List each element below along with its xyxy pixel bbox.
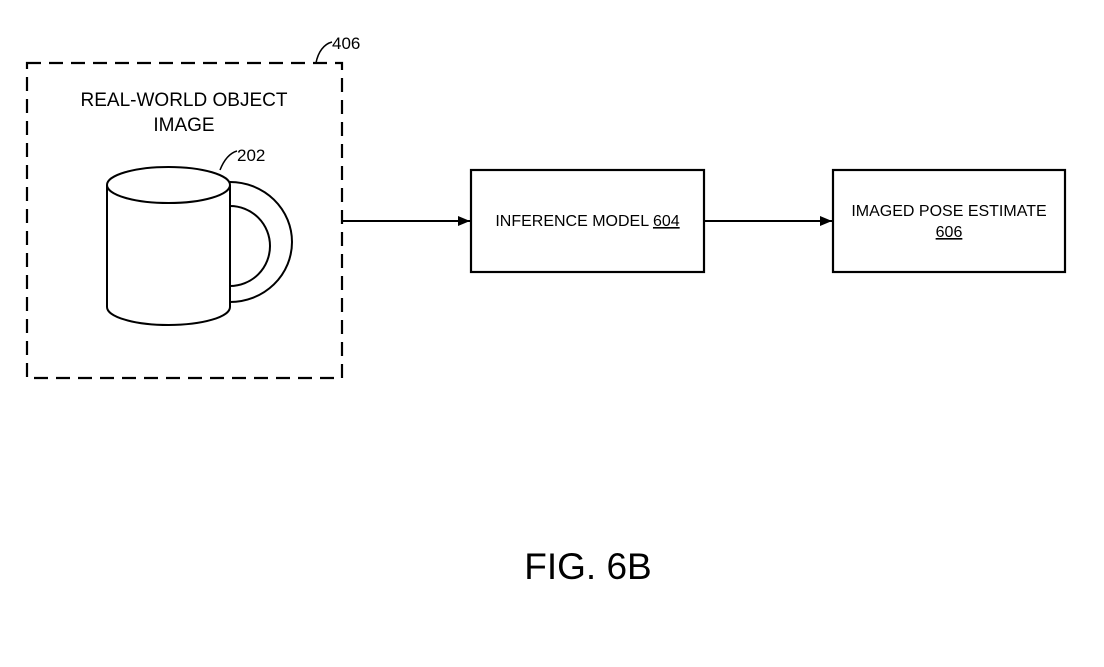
ref-406-label: 406 (332, 34, 360, 53)
inference-model-ref: 604 (653, 213, 680, 230)
ref-202-label: 202 (237, 146, 265, 165)
inference-model-text: INFERENCE MODEL 604 (495, 213, 679, 230)
inference-model-box: INFERENCE MODEL 604 (469, 168, 706, 274)
mug-drawing (106, 166, 293, 326)
mug-rim (106, 166, 231, 204)
ref-202-callout: 202 (219, 146, 265, 171)
ref-202-leader (219, 150, 238, 171)
image-box-label-line2: IMAGE (153, 115, 214, 136)
real-world-object-image-box: REAL-WORLD OBJECT IMAGE (25, 61, 344, 380)
mug-handle-inner (229, 205, 271, 287)
imaged-pose-estimate-box: IMAGED POSE ESTIMATE 606 (831, 168, 1067, 274)
mug-handle-outer (229, 181, 293, 303)
inference-model-label: INFERENCE MODEL (495, 213, 649, 230)
pose-estimate-label: IMAGED POSE ESTIMATE (851, 203, 1046, 220)
image-box-label-line1: REAL-WORLD OBJECT (81, 90, 288, 111)
ref-406-callout: 406 (315, 34, 360, 64)
pose-estimate-ref: 606 (936, 224, 963, 241)
ref-406-leader (315, 41, 333, 64)
mug-bottom (106, 306, 231, 326)
figure-label: FIG. 6B (524, 546, 651, 587)
